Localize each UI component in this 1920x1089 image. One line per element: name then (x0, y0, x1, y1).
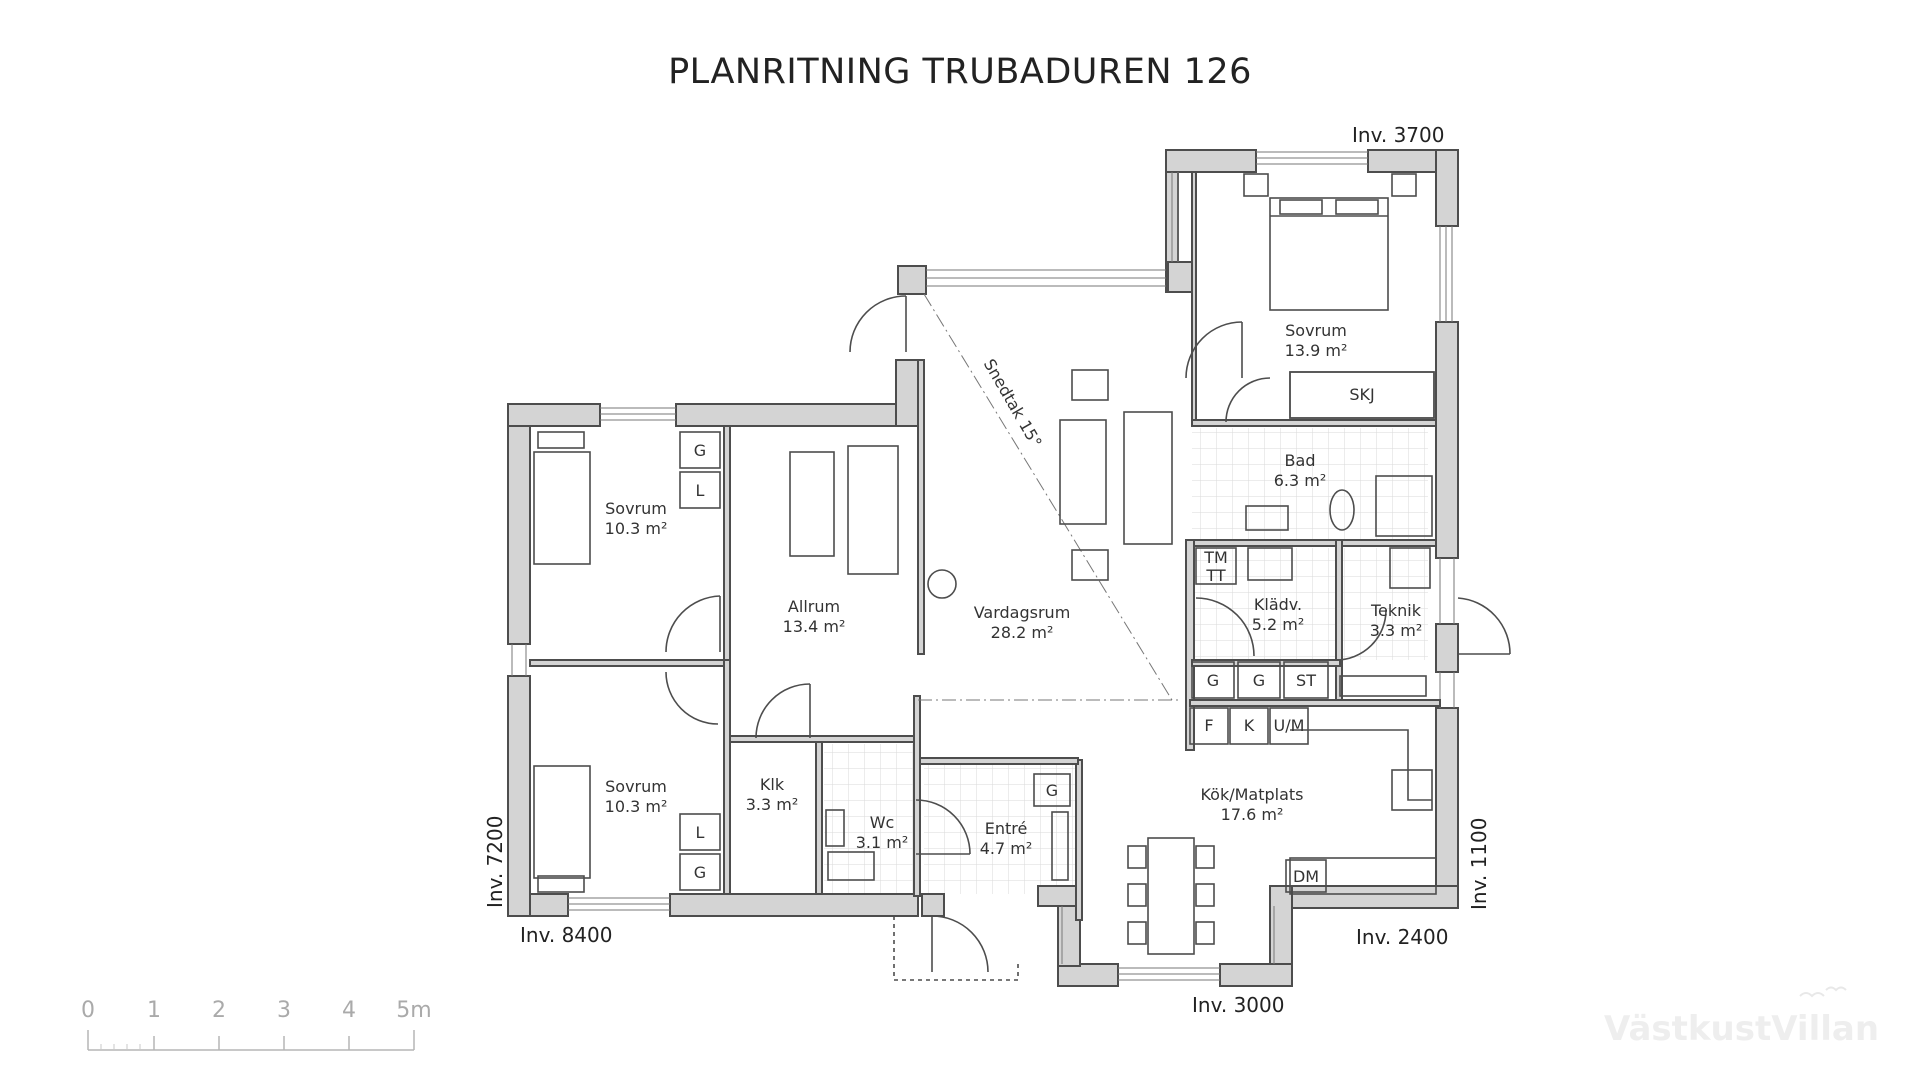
fixture-g-kladv-2: G (1253, 671, 1265, 690)
bird-icon (1799, 992, 1825, 998)
room-area-sovrum-upper-left: 10.3 m² (605, 519, 668, 538)
tiled-floor-wc (824, 744, 916, 894)
fixture-labels: SKJ G L TM TT G G ST F K U/M G L G DM (694, 385, 1375, 886)
windows (511, 151, 1455, 981)
exterior-walls (507, 149, 1459, 987)
interior-walls (529, 171, 1441, 921)
room-name-entre: Entré (985, 819, 1028, 838)
fixture-tt: TT (1205, 566, 1225, 585)
room-area-bad: 6.3 m² (1274, 471, 1327, 490)
fixture-dm: DM (1293, 867, 1319, 886)
scale-bar: 0 1 2 3 4 5m (81, 998, 432, 1051)
page-title: PLANRITNING TRUBADUREN 126 (668, 52, 1252, 92)
scale-tick-1: 1 (147, 998, 161, 1023)
sloped-ceiling-line (918, 293, 1180, 701)
fixture-g-bedroom-2: G (694, 863, 706, 882)
room-name-sovrum-upper-left: Sovrum (605, 499, 667, 518)
doors (665, 295, 1511, 981)
room-name-sovrum-lower-left: Sovrum (605, 777, 667, 796)
room-area-sovrum-lower-left: 10.3 m² (605, 797, 668, 816)
room-area-wc: 3.1 m² (856, 833, 909, 852)
elevation-left: Inv. 7200 (483, 816, 507, 908)
fixture-f: F (1204, 716, 1213, 735)
elevation-bottom-center: Inv. 3000 (1192, 993, 1284, 1017)
room-name-bad: Bad (1285, 451, 1316, 470)
fixture-g-entre: G (1046, 781, 1058, 800)
room-area-sovrum-large: 13.9 m² (1285, 341, 1348, 360)
fixture-g-bedroom-1: G (694, 441, 706, 460)
fixture-skj: SKJ (1349, 385, 1374, 404)
fixture-um: U/M (1274, 716, 1305, 735)
room-area-entre: 4.7 m² (980, 839, 1033, 858)
scale-tick-2: 2 (212, 998, 226, 1023)
room-name-vardagsrum: Vardagsrum (974, 603, 1071, 622)
room-name-wc: Wc (870, 813, 895, 832)
room-name-teknik: Teknik (1370, 601, 1422, 620)
tiled-floor-bad (1192, 428, 1428, 540)
room-area-kladv: 5.2 m² (1252, 615, 1305, 634)
room-name-kok: Kök/Matplats (1200, 785, 1303, 804)
room-area-klk: 3.3 m² (746, 795, 799, 814)
elevation-bottom-right: Inv. 2400 (1356, 925, 1448, 949)
room-area-teknik: 3.3 m² (1370, 621, 1423, 640)
sloped-ceiling-label: Snedtak 15° (980, 356, 1046, 451)
scale-tick-4: 4 (342, 998, 356, 1023)
elevation-labels: Inv. 3700 Inv. 7200 Inv. 8400 Inv. 1100 … (483, 123, 1491, 1017)
fixture-boxes (679, 371, 1435, 893)
room-name-allrum: Allrum (788, 597, 840, 616)
room-name-sovrum-large: Sovrum (1285, 321, 1347, 340)
brand-wordmark: VästkustVillan (1604, 1009, 1879, 1049)
fixture-tm: TM (1203, 548, 1228, 567)
fixture-st: ST (1296, 671, 1316, 690)
room-name-klk: Klk (760, 775, 785, 794)
elevation-right: Inv. 1100 (1467, 818, 1491, 910)
elevation-top-right: Inv. 3700 (1352, 123, 1444, 147)
scale-tick-5m: 5m (396, 998, 431, 1023)
fixture-g-kladv-1: G (1207, 671, 1219, 690)
room-area-allrum: 13.4 m² (783, 617, 846, 636)
fixture-l-bedroom-2: L (696, 823, 705, 842)
bird-icon (1825, 986, 1847, 992)
brand-logo: VästkustVillan (1604, 986, 1879, 1049)
fixture-k: K (1244, 716, 1255, 735)
elevation-bottom-left: Inv. 8400 (520, 923, 612, 947)
fixture-l-bedroom-1: L (696, 481, 705, 500)
room-area-kok: 17.6 m² (1221, 805, 1284, 824)
room-name-kladv: Klädv. (1254, 595, 1302, 614)
scale-tick-3: 3 (277, 998, 291, 1023)
room-area-vardagsrum: 28.2 m² (991, 623, 1054, 642)
tiled-floor-tech (1192, 548, 1428, 660)
room-labels: Sovrum 13.9 m² Bad 6.3 m² Klädv. 5.2 m² … (605, 321, 1423, 858)
furniture (533, 173, 1437, 955)
tiled-floor-entre (924, 762, 1076, 894)
scale-tick-0: 0 (81, 998, 95, 1023)
